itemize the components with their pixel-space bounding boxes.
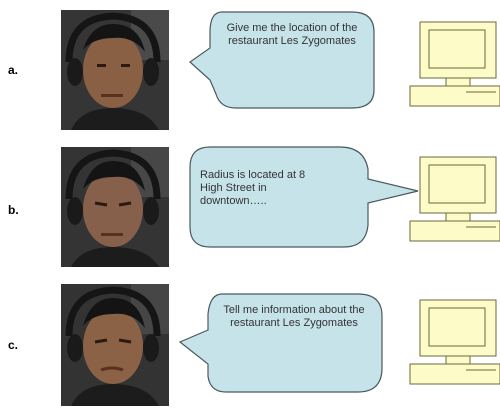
row-label-b: b. — [8, 203, 19, 217]
user-photo-c — [61, 284, 169, 406]
scenario-row-a: a. Give me the location of the restauran… — [0, 0, 500, 134]
scenario-row-b: b. Radius is located at 8 High Street in… — [0, 137, 500, 271]
scenario-row-c: c. Tell me information about the restaur… — [0, 274, 500, 408]
row-label-c: c. — [8, 338, 19, 352]
computer-icon-c — [408, 298, 500, 395]
user-photo-a — [61, 10, 169, 130]
speech-text-a: Give me the location of the restaurant L… — [226, 22, 358, 47]
speech-bubble-a: Give me the location of the restaurant L… — [188, 10, 384, 110]
computer-icon-b — [408, 155, 500, 252]
user-photo-b — [61, 147, 169, 267]
speech-text-b: Radius is located at 8 High Street in do… — [200, 169, 306, 207]
computer-icon-a — [408, 20, 500, 117]
speech-text-c: Tell me information about the restaurant… — [223, 304, 365, 329]
speech-bubble-c: Tell me information about the restaurant… — [178, 292, 388, 396]
speech-bubble-b: Radius is located at 8 High Street in do… — [188, 145, 422, 249]
row-label-a: a. — [8, 63, 19, 77]
